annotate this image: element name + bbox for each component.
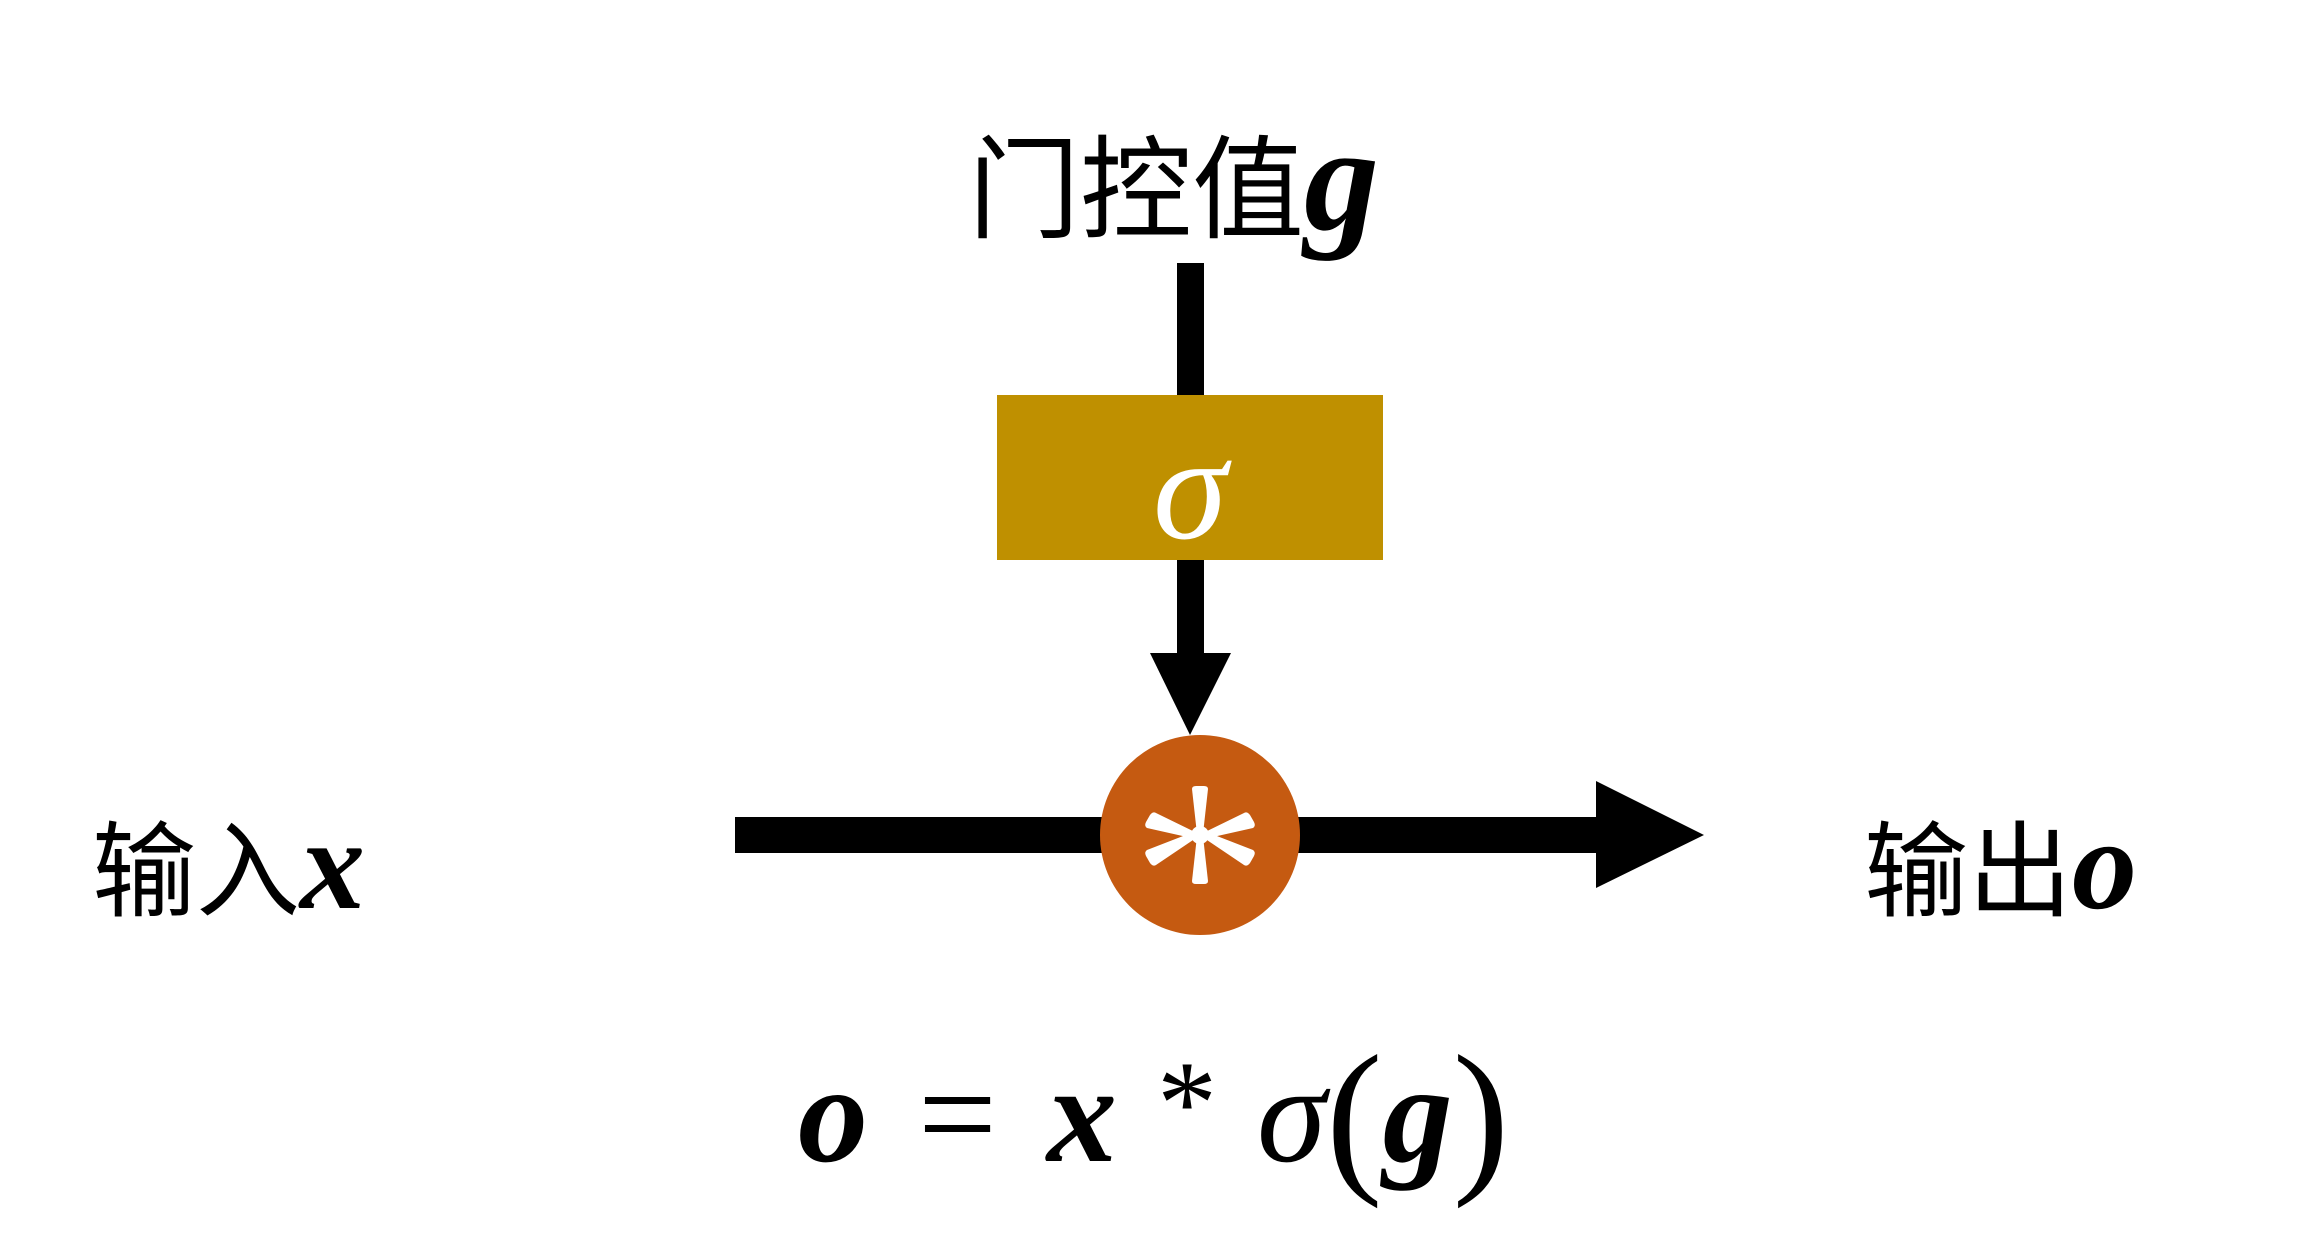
formula-times: *: [1156, 1036, 1217, 1169]
formula-equals: =: [918, 1037, 997, 1192]
gate-label: 门控值g: [968, 104, 1379, 254]
output-label: 输出o: [1864, 800, 2137, 930]
gate-line-top: [1177, 263, 1204, 395]
formula: o = x * σ ( g ): [798, 1030, 1509, 1200]
multiply-node: [1100, 735, 1300, 935]
output-variable: o: [2072, 793, 2138, 937]
gate-label-text: 门控值: [968, 126, 1304, 256]
input-line: [735, 817, 1135, 853]
output-label-text: 输出: [1864, 811, 2073, 933]
output-line: [1270, 817, 1598, 853]
input-label: 输入x: [92, 800, 365, 930]
formula-sigma: σ: [1256, 1037, 1327, 1192]
gate-variable: g: [1304, 96, 1379, 262]
sigmoid-block: σ: [997, 395, 1383, 571]
asterisk-icon: [1145, 786, 1255, 884]
input-variable: x: [300, 793, 366, 937]
formula-g: g: [1382, 1037, 1453, 1192]
sigma-symbol: σ: [1153, 404, 1227, 571]
formula-lhs: o: [798, 1037, 868, 1192]
formula-open-paren: (: [1326, 1021, 1383, 1209]
gate-line-bottom: [1177, 560, 1204, 655]
gate-arrowhead-icon: [1150, 653, 1231, 735]
input-label-text: 输入: [92, 811, 301, 933]
formula-close-paren: ): [1452, 1021, 1510, 1209]
output-arrowhead-icon: [1596, 781, 1704, 888]
formula-x: x: [1046, 1037, 1117, 1192]
